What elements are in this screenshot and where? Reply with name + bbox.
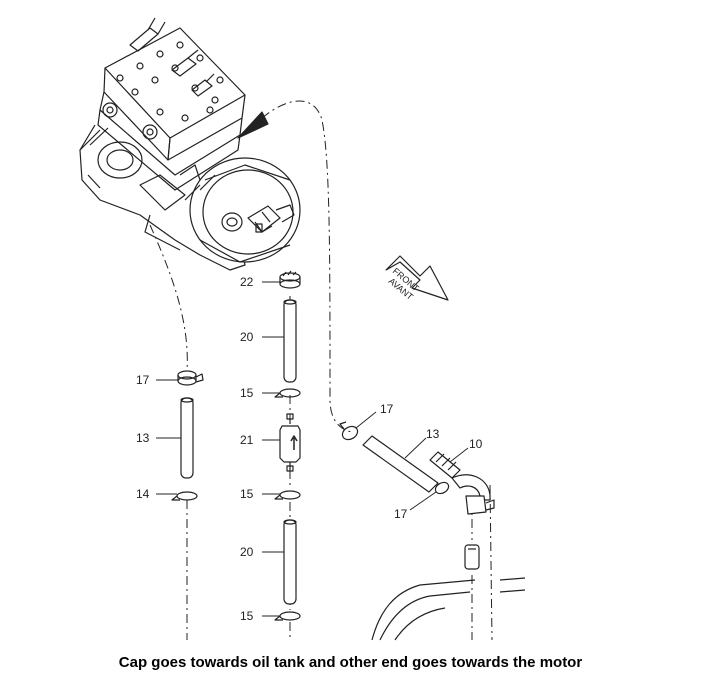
callout-13-left: 13 [136,431,150,445]
callout-15-b: 15 [240,487,254,501]
callout-15-c: 15 [240,609,254,623]
hose-20-lower [283,519,297,605]
cap-17-left [177,370,204,386]
hose-13-left [180,397,194,479]
oil-tank-outline [371,577,526,641]
callout-22: 22 [240,275,254,289]
ring-22 [279,270,301,289]
pointer-arrow [237,111,269,139]
callout-20-upper: 20 [240,330,254,344]
fitting-10 [429,451,461,479]
callout-17-right-upper: 17 [380,402,394,416]
caption: Cap goes towards oil tank and other end … [118,654,583,671]
callout-15-a: 15 [240,386,254,400]
callout-17-left: 17 [136,373,150,387]
hose-20-upper [283,299,297,383]
clamp-15-b [274,490,301,500]
callout-21: 21 [240,433,254,447]
callout-14: 14 [136,487,150,501]
callout-13-right: 13 [426,427,440,441]
hose-13-right [362,435,439,493]
callout-17-right-lower: 17 [394,507,408,521]
filter-21 [279,413,301,472]
leader-lines [156,281,469,617]
callout-20-lower: 20 [240,545,254,559]
callout-10: 10 [469,437,483,451]
front-direction-arrow [385,255,449,301]
elbow-pickup [451,474,495,570]
cap-17-right-upper [339,421,359,441]
clamp-17-right-lower [434,481,450,495]
engine-illustration [79,17,301,271]
clamp-14 [171,491,198,501]
